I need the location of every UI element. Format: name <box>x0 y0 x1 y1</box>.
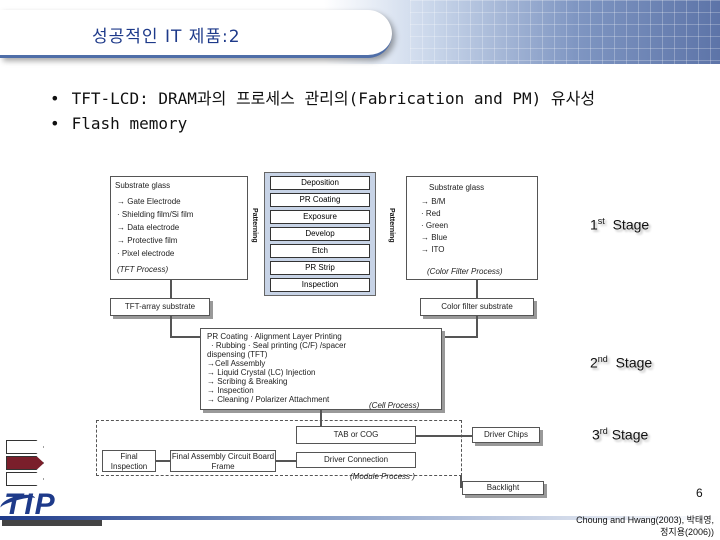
connector <box>460 476 462 488</box>
final-inspection: Final Inspection <box>102 450 156 472</box>
bullet-list: TFT-LCD: DRAM과의 프로세스 관리의(Fabrication and… <box>50 86 595 136</box>
connector <box>156 460 170 462</box>
citation-line: 정지용(2006)) <box>660 527 714 537</box>
cf-item: → B/M <box>421 197 446 206</box>
tft-heading: Substrate glass <box>115 181 171 190</box>
cell-line: · Rubbing · Seal printing (C/F) /spacer <box>211 341 347 350</box>
citation: Choung and Hwang(2003), 박태영, 정지용(2006)) <box>536 514 714 538</box>
cell-line: → Scribing & Breaking <box>207 377 288 386</box>
cell-line: →Cell Assembly <box>207 359 266 368</box>
header-banner: 성공적인 IT 제품:2 <box>0 0 720 64</box>
cf-item: · Green <box>421 221 449 230</box>
stage-word: Stage <box>615 354 653 371</box>
connector <box>320 410 322 426</box>
cell-line: → Inspection <box>207 386 254 395</box>
bullet-item: Flash memory <box>50 111 595 136</box>
connector <box>476 316 478 338</box>
header-grid-decoration <box>410 0 720 64</box>
cell-line: → Liquid Crystal (LC) Injection <box>207 368 316 377</box>
connector <box>170 316 172 338</box>
tip-logo-subtitle <box>2 520 102 526</box>
color-filter-substrate: Color filter substrate <box>420 298 534 316</box>
patterning-label-right: Patterning <box>388 208 395 243</box>
patterning-label-left: Patterning <box>251 208 258 243</box>
tft-item: · Pixel electrode <box>117 249 175 258</box>
stage-number: 3 <box>592 426 600 443</box>
step-pr-strip: PR Strip <box>270 261 370 275</box>
connector <box>170 336 200 338</box>
cf-item: · Red <box>421 209 441 218</box>
tip-logo: TIP <box>4 488 57 521</box>
stage-number: 2 <box>590 354 598 371</box>
step-develop: Develop <box>270 227 370 241</box>
connector <box>276 460 296 462</box>
stage-2-label: 2nd Stage <box>590 354 652 371</box>
tft-array-substrate: TFT-array substrate <box>110 298 210 316</box>
cell-caption: (Cell Process) <box>369 401 420 410</box>
cell-line: dispensing (TFT) <box>207 350 268 359</box>
stage-word: Stage <box>611 426 649 443</box>
tft-item: → Gate Electrode <box>117 197 181 206</box>
final-assembly: Final Assembly Circuit Board Frame <box>170 450 276 472</box>
cf-process-box: Substrate glass → B/M · Red · Green → Bl… <box>406 176 538 280</box>
side-nav-item[interactable] <box>6 472 44 486</box>
connector <box>476 280 478 298</box>
cf-caption: (Color Filter Process) <box>427 267 503 276</box>
stage-suffix: nd <box>597 354 608 364</box>
connector <box>442 336 478 338</box>
bullet-item: TFT-LCD: DRAM과의 프로세스 관리의(Fabrication and… <box>50 86 595 111</box>
page-title: 성공적인 IT 제품:2 <box>92 27 241 47</box>
driver-chips: Driver Chips <box>472 427 540 443</box>
driver-connection: Driver Connection <box>296 452 416 468</box>
cf-item: → ITO <box>421 245 445 254</box>
step-deposition: Deposition <box>270 176 370 190</box>
tab-or-cog: TAB or COG <box>296 426 416 444</box>
stage-1-label: 1st Stage <box>590 216 649 233</box>
side-nav-item[interactable] <box>6 440 44 454</box>
title-tab <box>0 10 392 58</box>
module-caption: (Module Process ) <box>350 472 415 481</box>
cf-item: → Blue <box>421 233 448 242</box>
page-number: 6 <box>696 486 703 500</box>
tft-item: · Shielding film/Si film <box>117 210 194 219</box>
stage-number: 1 <box>590 216 598 233</box>
stage-word: Stage <box>612 216 650 233</box>
citation-line: Choung and Hwang(2003), 박태영, <box>576 515 714 525</box>
connector <box>416 435 472 437</box>
step-exposure: Exposure <box>270 210 370 224</box>
stage-3-label: 3rd Stage <box>592 426 648 443</box>
side-nav-item-active[interactable] <box>6 456 44 470</box>
connector <box>170 280 172 298</box>
backlight: Backlight <box>462 481 544 495</box>
tft-caption: (TFT Process) <box>117 265 169 274</box>
footer-bar <box>0 516 720 520</box>
cf-heading: Substrate glass <box>429 183 485 192</box>
stage-suffix: st <box>597 216 605 226</box>
tft-item: → Data electrode <box>117 223 180 232</box>
step-pr-coating: PR Coating <box>270 193 370 207</box>
cell-process-box: PR Coating · Alignment Layer Printing · … <box>200 328 442 410</box>
step-etch: Etch <box>270 244 370 258</box>
tft-process-box: Substrate glass → Gate Electrode · Shiel… <box>110 176 248 280</box>
cell-line: PR Coating · Alignment Layer Printing <box>207 332 342 341</box>
tft-item: → Protective film <box>117 236 178 245</box>
step-inspection: Inspection <box>270 278 370 292</box>
cell-line: → Cleaning / Polarizer Attachment <box>207 395 330 404</box>
stage-suffix: rd <box>599 426 608 436</box>
